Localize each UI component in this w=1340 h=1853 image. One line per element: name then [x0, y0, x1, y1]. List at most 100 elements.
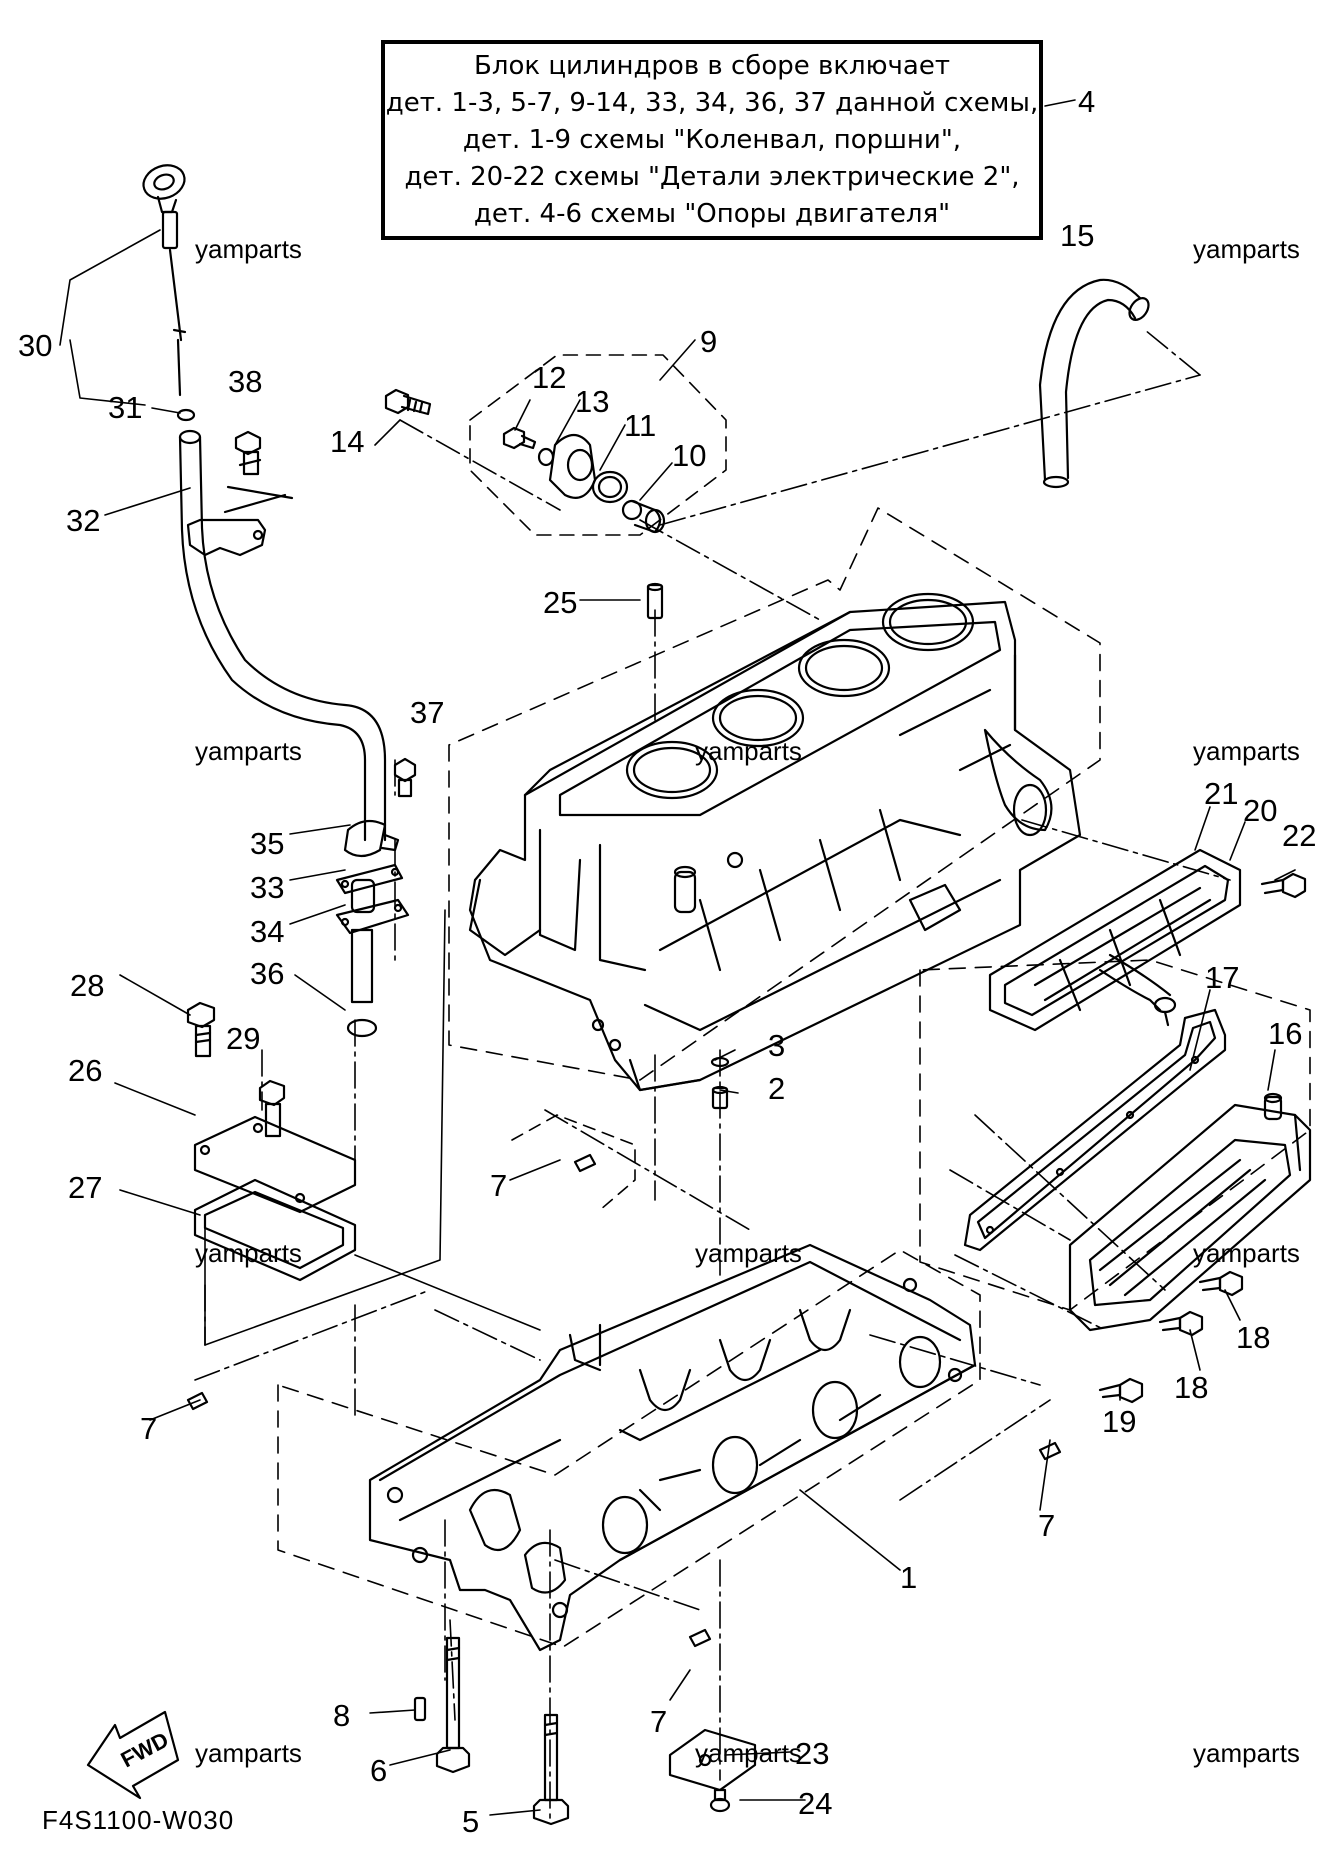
- group-outline-7: [511, 1114, 636, 1211]
- callout-7-d: 7: [650, 1704, 668, 1739]
- oring-3: [710, 1056, 730, 1068]
- screw-24: [709, 1788, 731, 1813]
- note-line: Блок цилиндров в сборе включает: [474, 50, 950, 81]
- o-ring-31: [176, 408, 196, 422]
- cylinder-block: [468, 592, 1082, 1092]
- callout-37: 37: [410, 695, 445, 730]
- bolt-12: [502, 426, 537, 450]
- dowel-7-d: [688, 1628, 712, 1648]
- seal-11: [591, 470, 629, 504]
- dowel-25: [646, 582, 664, 620]
- callout-11: 11: [624, 408, 657, 443]
- callout-35: 35: [250, 826, 285, 861]
- clamp-35: [343, 819, 400, 858]
- callout-20: 20: [1243, 793, 1278, 828]
- callout-8: 8: [333, 1698, 351, 1733]
- group-bracket-27: [204, 909, 541, 1346]
- callout-27: 27: [68, 1170, 103, 1205]
- bolt-19: [1098, 1377, 1144, 1404]
- flange-34: [335, 878, 410, 935]
- callout-33: 33: [250, 870, 285, 905]
- callout-16: 16: [1268, 1016, 1303, 1051]
- washer-13: [537, 447, 555, 467]
- assembly-note: Блок цилиндров в сборе включает дет. 1-3…: [381, 40, 1043, 240]
- callout-21: 21: [1204, 776, 1239, 811]
- callout-32: 32: [66, 503, 101, 538]
- dowel-7-b: [186, 1391, 209, 1411]
- note-line: дет. 20-22 схемы "Детали электрические 2…: [404, 161, 1020, 192]
- bolt-38: [234, 430, 262, 476]
- bolt-14: [384, 388, 432, 416]
- watermark: yamparts: [1193, 234, 1300, 264]
- bolt-18-a: [1198, 1270, 1244, 1297]
- callout-6: 6: [370, 1753, 388, 1788]
- watermark: yamparts: [195, 1238, 302, 1268]
- callout-31: 31: [108, 390, 143, 425]
- callout-19: 19: [1102, 1404, 1137, 1439]
- watermark: yamparts: [1193, 736, 1300, 766]
- callout-29: 29: [226, 1021, 261, 1056]
- dowel-2: [711, 1085, 729, 1110]
- callout-28: 28: [70, 968, 105, 1003]
- callout-23: 23: [795, 1736, 830, 1771]
- dowel-8: [413, 1696, 427, 1722]
- callout-13: 13: [575, 384, 610, 419]
- tube-36: [346, 928, 378, 1038]
- callout-14: 14: [330, 424, 365, 459]
- gasket-17: [963, 1008, 1227, 1252]
- callout-30: 30: [18, 328, 53, 363]
- callout-7-b: 7: [140, 1411, 158, 1446]
- group-outline-crankcase: [277, 1249, 981, 1648]
- callout-7-a: 7: [490, 1168, 508, 1203]
- callout-36: 36: [250, 956, 285, 991]
- bolt-5: [532, 1713, 570, 1826]
- callout-24: 24: [798, 1786, 833, 1821]
- note-line: дет. 4-6 схемы "Опоры двигателя": [473, 198, 951, 229]
- watermark: yamparts: [695, 736, 802, 766]
- callout-26: 26: [68, 1053, 103, 1088]
- callout-38: 38: [228, 364, 263, 399]
- watermark: yamparts: [195, 736, 302, 766]
- exhaust-cover-21: [988, 848, 1242, 1032]
- cover-16: [1068, 1092, 1312, 1332]
- watermark: yamparts: [695, 1238, 802, 1268]
- bracket-23: [668, 1728, 757, 1792]
- bolt-28: [186, 1001, 216, 1058]
- gasket-33: [335, 863, 404, 895]
- callout-2: 2: [768, 1071, 786, 1106]
- fitting-13: [548, 433, 597, 499]
- callout-4: 4: [1078, 84, 1096, 119]
- group-outline-right: [919, 959, 1311, 1311]
- bolt-29: [258, 1079, 286, 1138]
- collar-10: [621, 499, 666, 534]
- bolt-6: [435, 1636, 471, 1774]
- callout-17: 17: [1205, 960, 1240, 995]
- watermark: yamparts: [1193, 1238, 1300, 1268]
- dipstick-tube-32: [178, 429, 387, 842]
- dowel-7-c: [1038, 1441, 1062, 1461]
- watermark: yamparts: [195, 234, 302, 264]
- group-outline-9: [469, 354, 727, 536]
- callout-9: 9: [700, 324, 718, 359]
- note-line: дет. 1-9 схемы "Коленвал, поршни",: [462, 124, 962, 155]
- group-outline-cylinder: [448, 507, 1101, 1081]
- callout-18-a: 18: [1236, 1320, 1271, 1355]
- callout-34: 34: [250, 914, 285, 949]
- note-line: дет. 1-3, 5-7, 9-14, 33, 34, 36, 37 данн…: [385, 87, 1039, 118]
- bolt-22: [1260, 872, 1307, 899]
- fwd-arrow-icon: [86, 1710, 180, 1800]
- callout-1: 1: [900, 1560, 918, 1595]
- callout-18-b: 18: [1174, 1370, 1209, 1405]
- callout-10: 10: [672, 438, 707, 473]
- hose-15: [1038, 278, 1150, 489]
- fwd-label: FWD: [117, 1727, 173, 1773]
- bolt-37: [393, 757, 417, 798]
- watermark: yamparts: [695, 1738, 802, 1768]
- dowel-7-a: [573, 1153, 597, 1173]
- callout-22: 22: [1282, 818, 1317, 853]
- callout-25: 25: [543, 585, 578, 620]
- leader-lines: [59, 99, 1296, 1816]
- callout-7-c: 7: [1038, 1508, 1056, 1543]
